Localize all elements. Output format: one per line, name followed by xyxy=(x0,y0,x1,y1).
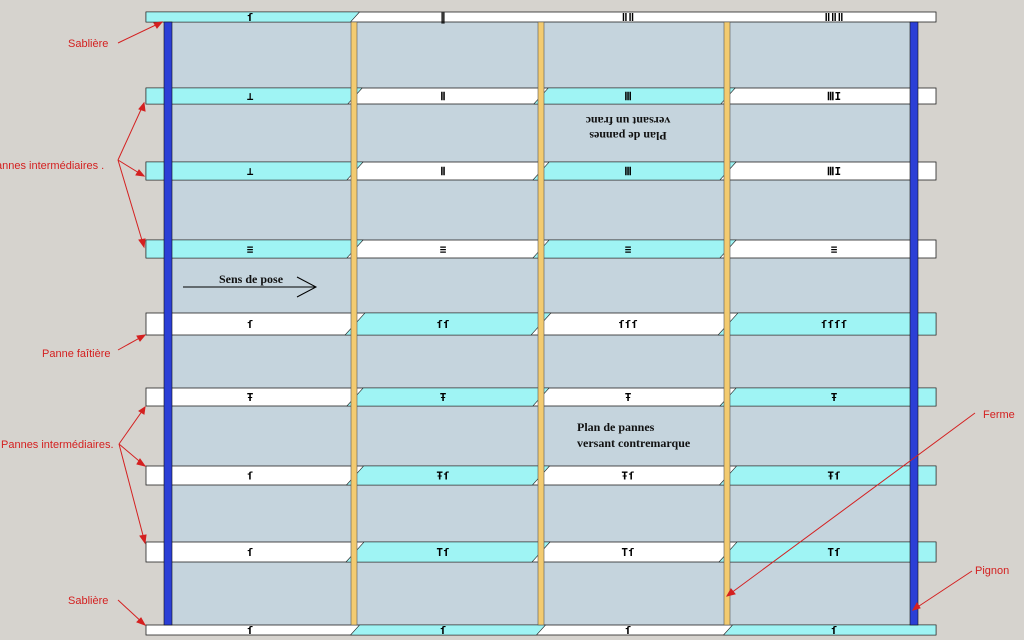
purlin-segment-overlap xyxy=(532,161,737,181)
purlin-mark: ≡ xyxy=(831,243,838,256)
purlin-segment-overlap xyxy=(145,239,364,259)
purlin-mark: ǁǁ xyxy=(621,11,634,24)
purlin-segment-overlap xyxy=(346,387,550,407)
purlin-mark: ǁǁǁ xyxy=(824,11,844,24)
purlin-segment-overlap xyxy=(145,161,364,181)
plan-title-flipped-line1: Plan de pannes xyxy=(589,129,667,143)
leader-lines xyxy=(117,21,976,626)
purlin-mark: Ⅲ xyxy=(624,90,632,103)
leader-ferme xyxy=(726,412,976,597)
label-pignon: Pignon xyxy=(975,565,1009,577)
purlin-mark: Ŧſ xyxy=(827,470,840,483)
purlin-mark: ≡ xyxy=(247,243,254,256)
purlin-segment-overlap xyxy=(345,541,551,563)
purlin-mark: ≡ xyxy=(625,243,632,256)
purlin-segment-overlap xyxy=(719,387,937,407)
purlin-mark: Ŧſ xyxy=(436,470,449,483)
purlin-mark: Ŧ xyxy=(247,391,254,404)
leader-pignon xyxy=(912,570,973,611)
purlin-mark: ſ xyxy=(625,624,632,637)
purlin-segment-overlap xyxy=(344,312,552,336)
laying-direction-arrow xyxy=(183,276,318,298)
purlin-mark: ſ xyxy=(440,624,447,637)
purlin-mark: Ŧſ xyxy=(621,470,634,483)
purlin-segment-overlap xyxy=(717,312,937,336)
purlin-segment-overlap xyxy=(722,624,937,636)
purlin-mark: Ŧ xyxy=(625,391,632,404)
purlin-mark: ſ xyxy=(247,470,254,483)
purlin-mark: ⊥ xyxy=(247,165,254,178)
purlin-segment-overlap xyxy=(349,624,547,636)
label-pannes-intermediaires-top: annes intermédiaires . xyxy=(0,160,104,172)
purlin-mark: Ⅱ xyxy=(440,165,445,178)
plan-title-line1: Plan de pannes xyxy=(577,420,655,434)
leader-sabliere-top xyxy=(117,21,163,44)
leader-pannes-bottom-1 xyxy=(118,406,146,445)
purlin-mark: ſ xyxy=(831,624,838,637)
label-panne-faitiere: Panne faîtière xyxy=(42,348,111,360)
purlin-segment-overlap xyxy=(145,11,361,23)
purlin-mark: ≡ xyxy=(440,243,447,256)
purlin-mark: ⊥ xyxy=(247,90,254,103)
plan-title-line2: versant contremarque xyxy=(577,436,691,450)
label-pannes-intermediaires-bottom: Pannes intermédiaires. xyxy=(1,439,114,451)
label-ferme: Ferme xyxy=(983,409,1015,421)
label-sabliere-bottom: Sablière xyxy=(68,595,108,607)
truss-1 xyxy=(350,21,358,626)
plan-title-flipped-line2: versant un franc xyxy=(585,114,670,128)
purlin-mark: Ⅱ xyxy=(440,90,445,103)
purlin-mark: Ŧ xyxy=(831,391,838,404)
gable-right xyxy=(909,21,919,626)
purlin-segment-overlap xyxy=(532,239,737,259)
gable-left xyxy=(163,21,173,626)
leader-pannes-bottom-3 xyxy=(118,443,146,544)
plan-title-flipped: Plan de pannes versant un franc xyxy=(585,114,670,143)
purlin-mark: Tſ xyxy=(436,546,449,559)
purlin-mark: ſſſ xyxy=(618,318,638,331)
laying-direction-label: Sens de pose xyxy=(219,272,284,286)
purlin-mark: Ⅲ xyxy=(624,165,632,178)
purlin-segment-overlap xyxy=(718,465,937,486)
purlin-mark: ſ xyxy=(247,318,254,331)
purlin-segment-overlap xyxy=(345,465,551,486)
purlins xyxy=(145,11,937,636)
purlin-mark: Tſ xyxy=(827,546,840,559)
truss-3 xyxy=(723,21,731,626)
purlin-mark: Tſ xyxy=(621,546,634,559)
purlin-mark: ſ xyxy=(247,11,254,24)
purlin-mark: ſ xyxy=(247,624,254,637)
label-sabliere-top: Sablière xyxy=(68,38,108,50)
purlin-mark: ſſ xyxy=(436,318,449,331)
purlin-segment-overlap xyxy=(718,541,937,563)
purlin-mark: ⅢI xyxy=(827,165,841,178)
purlin-mark: Ŧ xyxy=(440,391,447,404)
leader-pannes-top-3 xyxy=(117,159,145,248)
purlin-segment-overlap xyxy=(533,87,736,105)
purlin-segment-overlap xyxy=(145,87,363,105)
purlin-mark: ∥ xyxy=(440,11,446,24)
leader-pannes-top-1 xyxy=(117,102,145,161)
purlin-mark: ſ xyxy=(247,546,254,559)
purlin-mark: ſſſſ xyxy=(821,318,848,331)
truss-2 xyxy=(537,21,545,626)
purlin-mark: ⅢI xyxy=(827,90,841,103)
